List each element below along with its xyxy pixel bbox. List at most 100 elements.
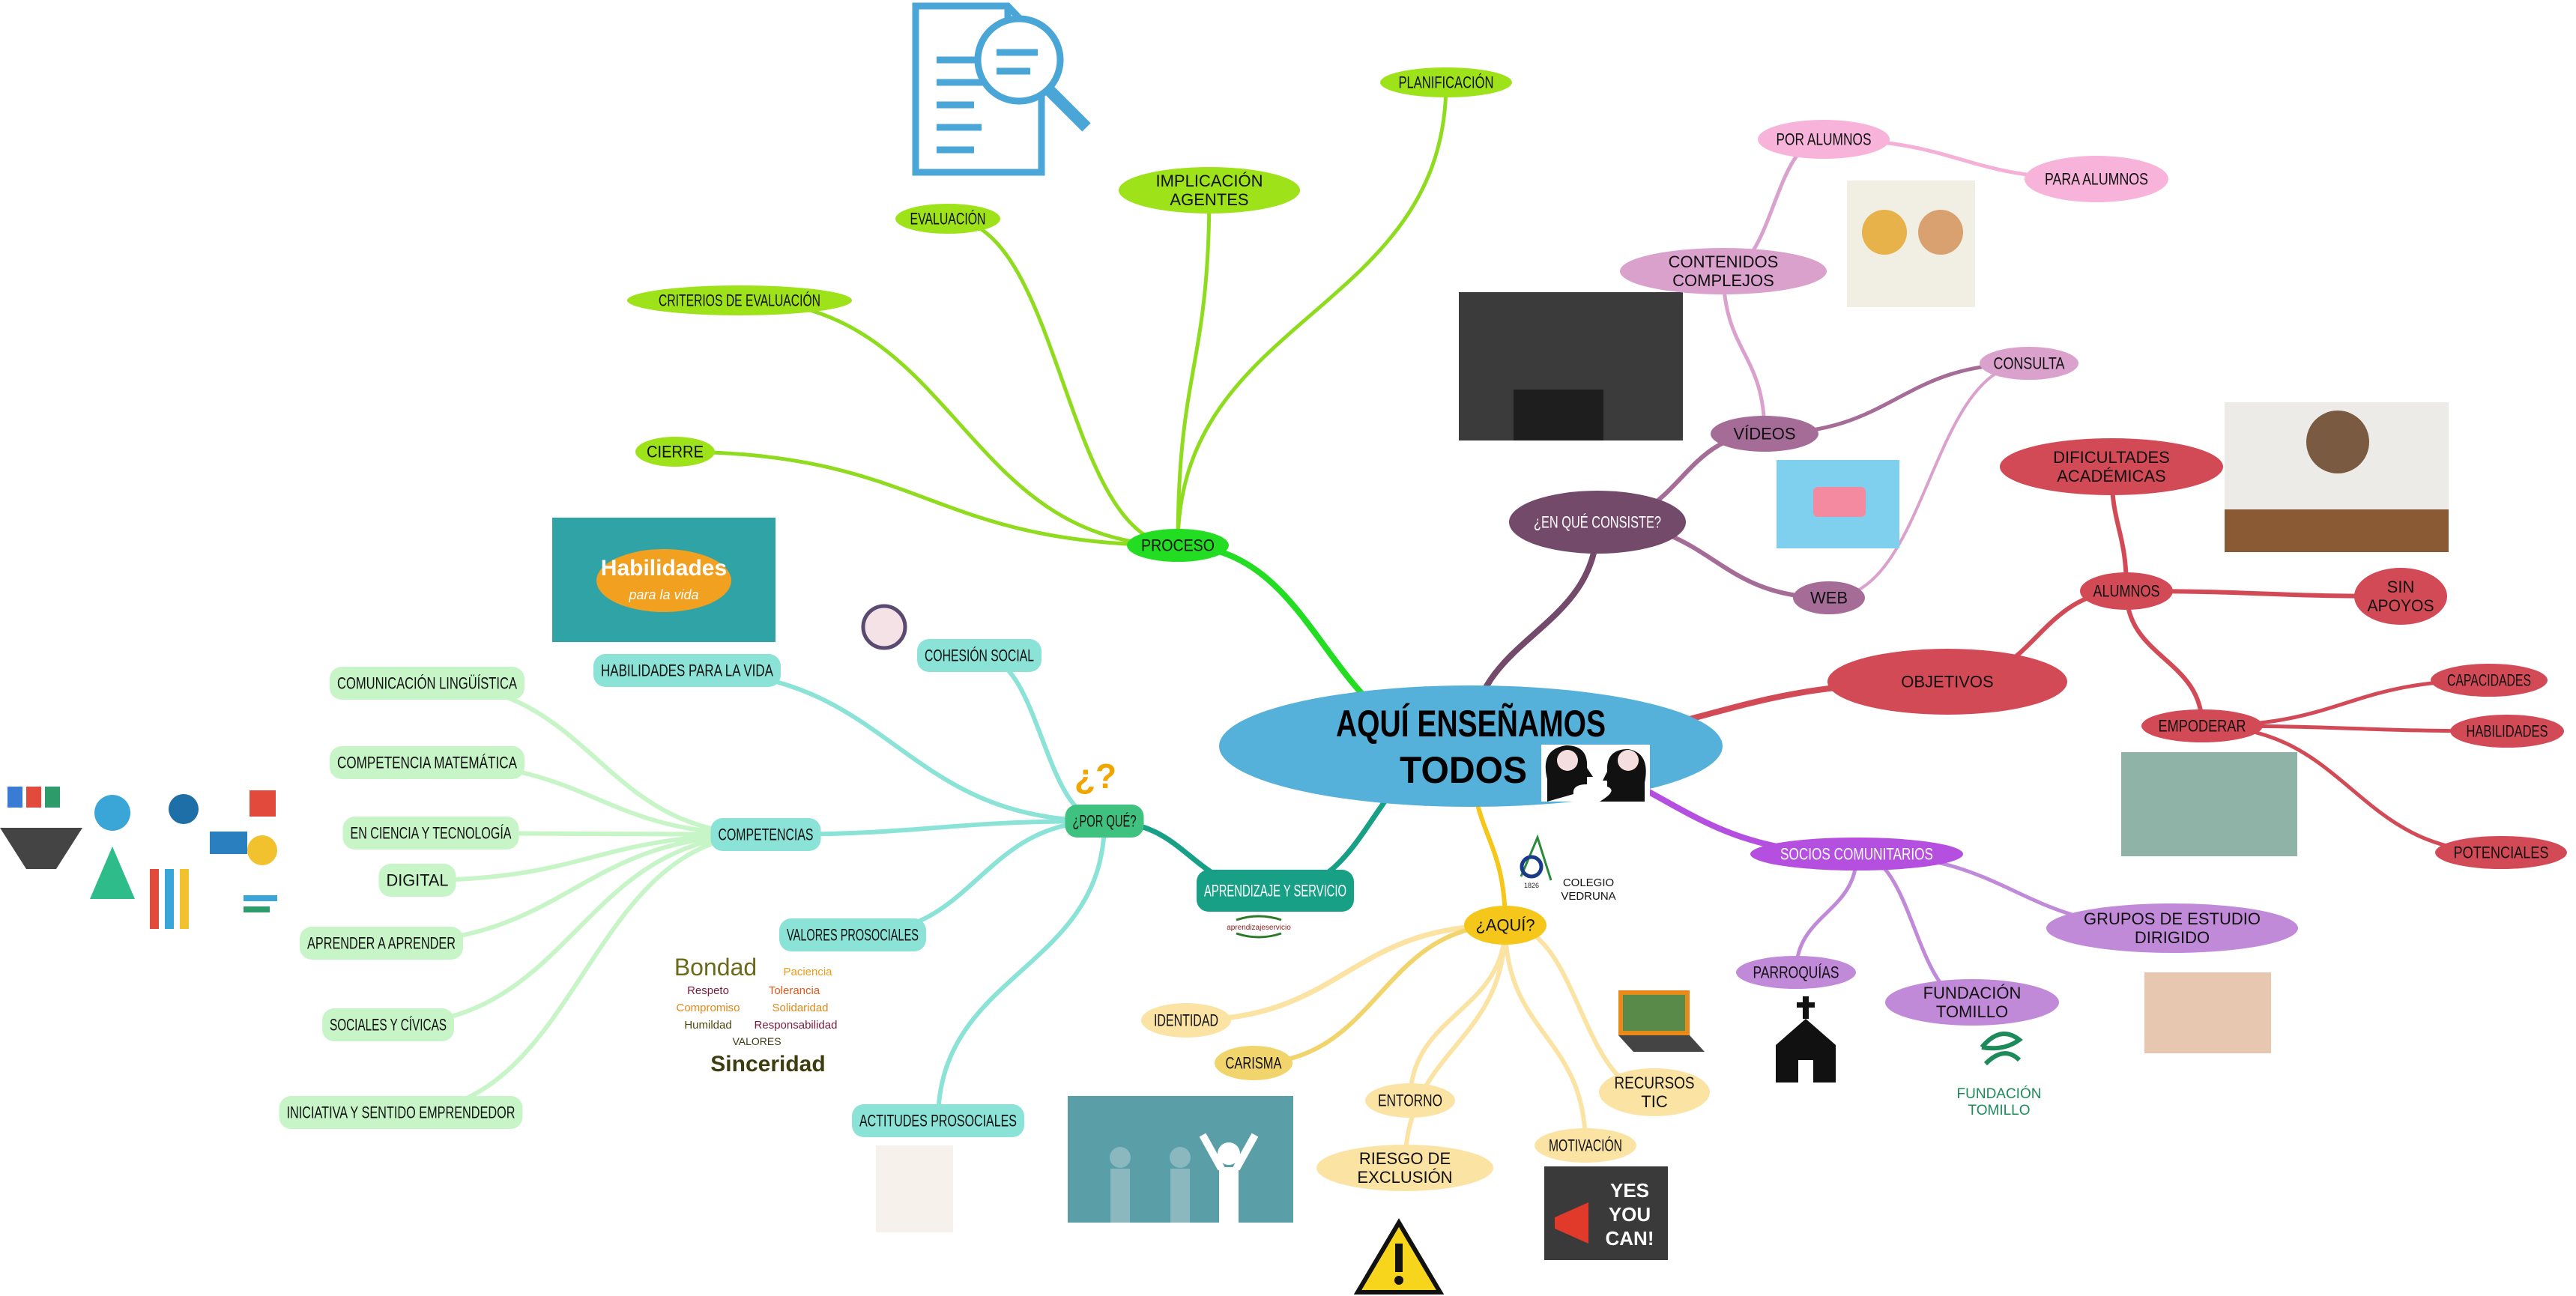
node-dig[interactable]: DIGITAL [378, 864, 456, 897]
node-valores[interactable]: VALORES PROSOCIALES [779, 918, 926, 951]
node-shape [917, 639, 1041, 672]
node-porque[interactable]: ¿POR QUÉ? [1065, 805, 1144, 838]
node-label: CAPACIDADES [2447, 671, 2531, 690]
word-cloud-word: Compromiso [676, 1002, 740, 1014]
node-potenciales[interactable]: POTENCIALES [2435, 836, 2567, 869]
node-capacidades[interactable]: CAPACIDADES [2431, 664, 2548, 697]
node-label: CONSULTA [1994, 354, 2065, 373]
node-label: GRUPOS DE ESTUDIO [2084, 909, 2261, 928]
connector-proceso-criterios [737, 298, 1180, 548]
habilidades-poster-badge [596, 549, 731, 612]
node-cien[interactable]: EN CIENCIA Y TECNOLOGÍA [342, 817, 519, 850]
aprendizaje-logo-text: aprendizajeservicio [1227, 924, 1291, 932]
science-infographic-image [0, 787, 277, 929]
node-web[interactable]: WEB [1793, 581, 1865, 614]
node-parroquias[interactable]: PARROQUÍAS [1736, 956, 1856, 989]
node-label: PARROQUÍAS [1753, 963, 1839, 982]
boy-head [2306, 411, 2369, 473]
node-soc[interactable]: SOCIALES Y CÍVICAS [322, 1008, 454, 1041]
connector-aqui-motivacion [1503, 923, 1588, 1148]
node-label: POR ALUMNOS [1777, 130, 1872, 149]
node-label: MOTIVACIÓN [1549, 1136, 1622, 1155]
node-mat[interactable]: COMPETENCIA MATEMÁTICA [330, 746, 524, 779]
connector-proceso-evaluacion [946, 216, 1180, 548]
node-shape [2354, 568, 2447, 625]
node-com[interactable]: COMUNICACIÓN LINGÜÍSTICA [330, 667, 524, 700]
node-alumnos[interactable]: ALUMNOS [2080, 572, 2173, 610]
node-ini[interactable]: INICIATIVA Y SENTIDO EMPRENDEDOR [279, 1096, 523, 1129]
node-empoderar[interactable]: EMPODERAR [2141, 709, 2263, 742]
node-habvida[interactable]: HABILIDADES PARA LA VIDA [593, 654, 781, 687]
church-icon [1776, 996, 1836, 1082]
yes-you-can-line2: YOU [1609, 1203, 1651, 1226]
node-label: ENTORNO [1378, 1091, 1442, 1110]
node-competencias[interactable]: COMPETENCIAS [710, 818, 821, 851]
node-identidad[interactable]: IDENTIDAD [1141, 1003, 1231, 1038]
node-paraalumnos[interactable]: PARA ALUMNOS [2025, 156, 2168, 202]
standout-figures [1110, 1133, 1259, 1223]
node-label: PROCESO [1141, 536, 1215, 555]
node-shape [279, 1096, 523, 1129]
node-poralumnos[interactable]: POR ALUMNOS [1758, 120, 1890, 159]
node-shape [1141, 1003, 1231, 1038]
node-actitudes[interactable]: ACTITUDES PROSOCIALES [852, 1104, 1024, 1137]
node-planif[interactable]: PLANIFICACIÓN [1380, 67, 1512, 97]
yes-you-can-line1: YES [1610, 1179, 1649, 1202]
node-socios[interactable]: SOCIOS COMUNITARIOS [1750, 838, 1963, 870]
node-carisma[interactable]: CARISMA [1215, 1046, 1292, 1080]
node-cierre[interactable]: CIERRE [635, 437, 715, 467]
connector-proceso-planif [1176, 80, 1448, 548]
node-label: ACADÉMICAS [2057, 467, 2165, 485]
node-objetivos[interactable]: OBJETIVOS [1827, 649, 2067, 715]
node-cohesion[interactable]: COHESIÓN SOCIAL [917, 639, 1041, 672]
node-motivacion[interactable]: MOTIVACIÓN [1535, 1128, 1636, 1163]
node-shape [342, 817, 519, 850]
node-layer: AQUÍ ENSEÑAMOSTODOSPROCESOPLANIFICACIÓNI… [279, 67, 2567, 1191]
word-cloud-word: VALORES [732, 1035, 781, 1047]
word-cloud-word: Responsabilidad [755, 1019, 838, 1032]
picture-layer: FUNDACIÓN TOMILLO Habilidades para la vi… [0, 2, 2449, 1295]
word-cloud-word: Tolerancia [769, 984, 820, 997]
node-proceso[interactable]: PROCESO [1127, 529, 1229, 562]
node-evaluacion[interactable]: EVALUACIÓN [895, 204, 1000, 234]
node-criterios[interactable]: CRITERIOS DE EVALUACIÓN [627, 285, 852, 315]
node-label: PARA ALUMNOS [2045, 170, 2148, 189]
connector-socios-parroquias [1794, 852, 1859, 975]
habilidades-poster-subtitle: para la vida [628, 587, 698, 602]
node-consiste[interactable]: ¿EN QUÉ CONSISTE? [1509, 491, 1686, 554]
question-mark-icon: ¿? [1074, 757, 1116, 796]
node-label: HABILIDADES PARA LA VIDA [601, 661, 773, 680]
node-apys[interactable]: APRENDIZAJE Y SERVICIO [1197, 870, 1354, 912]
node-label: ¿POR QUÉ? [1073, 812, 1137, 831]
central-topic-title-line: TODOS [1400, 749, 1527, 791]
node-apr[interactable]: APRENDER A APRENDER [300, 927, 463, 960]
values-word-cloud: Bondad Paciencia Respeto Tolerancia Comp… [674, 954, 838, 1077]
kids-speech-bubbles-image [876, 1145, 953, 1232]
node-shape [1380, 67, 1512, 97]
node-shape [2435, 836, 2567, 869]
node-shape [852, 1104, 1024, 1137]
svg-text:¿?: ¿? [1074, 757, 1116, 796]
node-shape [1509, 491, 1686, 554]
node-label: RECURSOS [1615, 1074, 1695, 1092]
node-shape [1464, 906, 1546, 945]
node-habilidades[interactable]: HABILIDADES [2450, 715, 2564, 748]
node-consulta[interactable]: CONSULTA [1980, 347, 2078, 380]
node-shape [1750, 838, 1963, 870]
node-label: VÍDEOS [1733, 425, 1795, 443]
node-videos[interactable]: VÍDEOS [1711, 416, 1818, 452]
node-label: HABILIDADES [2467, 722, 2548, 741]
node-aqui[interactable]: ¿AQUÍ? [1464, 906, 1546, 945]
node-label: TOMILLO [1936, 1002, 2008, 1021]
node-entorno[interactable]: ENTORNO [1365, 1083, 1455, 1118]
node-label: CONTENIDOS [1669, 252, 1779, 271]
node-shape [1711, 416, 1818, 452]
